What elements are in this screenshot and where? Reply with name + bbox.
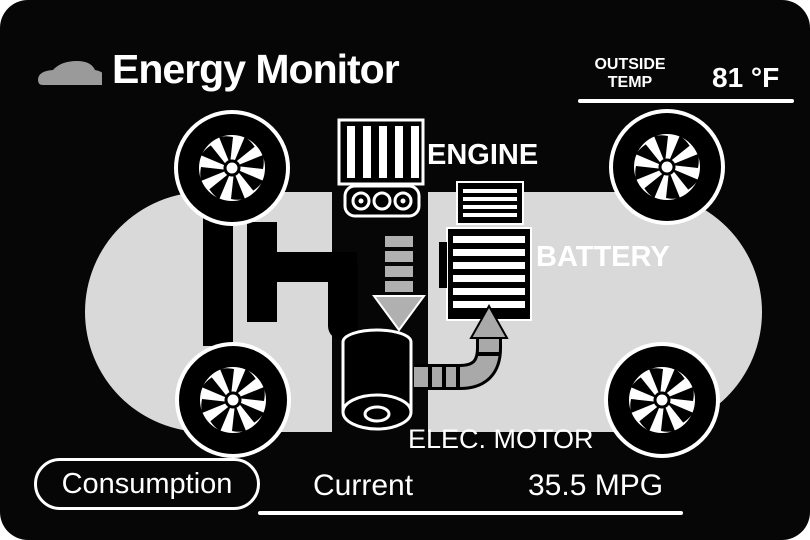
temp-divider: [578, 99, 794, 103]
outside-temp-label-line2: TEMP: [607, 73, 653, 91]
drivetrain-shape: [203, 190, 358, 346]
arrow-engine-to-motor-icon: [372, 236, 426, 332]
wheel-front-left-icon: [174, 110, 290, 226]
outside-temp-label: OUTSIDE TEMP: [584, 56, 676, 91]
outside-temp-value: 81 °F: [712, 62, 780, 93]
outside-temp-label-line1: OUTSIDE: [594, 56, 666, 73]
wheel-rear-left-icon: [175, 342, 291, 458]
electric-motor-icon: [341, 328, 413, 431]
current-mpg-value: 35.5 MPG: [528, 469, 664, 502]
arrow-motor-to-battery-icon: [414, 303, 509, 390]
engine-icon: [337, 118, 425, 218]
electric-motor-label: ELEC. MOTOR: [408, 424, 594, 454]
page-title: Energy Monitor: [112, 46, 400, 92]
current-label: Current: [313, 469, 414, 502]
wheel-front-right-icon: [609, 109, 725, 225]
battery-icon: [439, 181, 532, 321]
consumption-button-label: Consumption: [61, 467, 233, 500]
wheel-rear-right-icon: [604, 342, 720, 458]
footer-divider: [258, 511, 683, 515]
engine-label: ENGINE: [427, 139, 539, 171]
consumption-button[interactable]: Consumption: [34, 458, 260, 510]
car-silhouette-icon: [38, 61, 102, 85]
battery-label: BATTERY: [536, 241, 670, 273]
